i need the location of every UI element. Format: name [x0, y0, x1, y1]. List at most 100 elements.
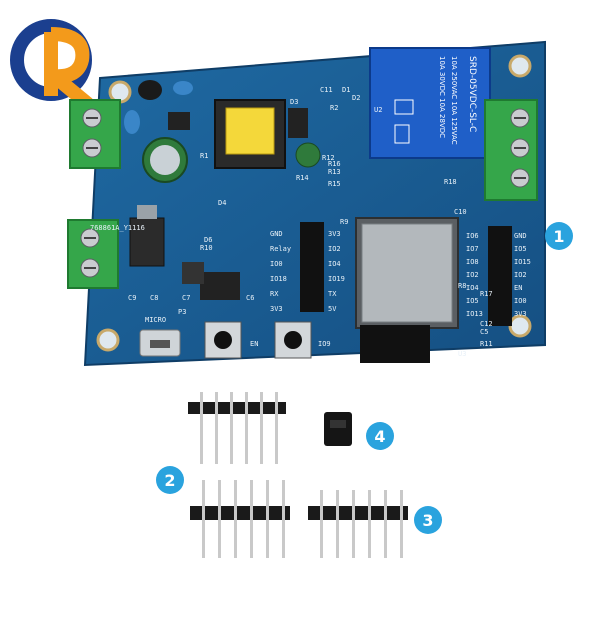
- terminal-block-left-top: [69, 99, 121, 169]
- ceramic-capacitor: [173, 81, 193, 95]
- pin-label-left: IO18: [270, 275, 287, 283]
- callout-badge-1: 1: [545, 222, 573, 250]
- pin-header-straight-left: [190, 480, 290, 558]
- pin-label-right: IO19: [328, 275, 345, 283]
- film-capacitor: [124, 110, 140, 134]
- label-c7: C7: [182, 294, 190, 302]
- label-d4: D4: [218, 199, 226, 207]
- pin-label-right: IO4: [328, 260, 341, 268]
- header-pin: [250, 480, 253, 558]
- pin-label-left: 3V3: [270, 305, 283, 313]
- callout-badge-2: 2: [156, 466, 184, 494]
- header-pin: [320, 490, 323, 558]
- voltage-regulator: [129, 217, 165, 267]
- header-pin: [234, 480, 237, 558]
- header-pins-right: [488, 226, 512, 326]
- header-pin: [215, 392, 218, 464]
- module-pin-label-right: IO5: [514, 245, 527, 253]
- label-c12: C12: [480, 320, 493, 328]
- module-pin-label-right: EN: [514, 284, 522, 292]
- label-c6: C6: [246, 294, 254, 302]
- pin-label-right: 3V3: [328, 230, 341, 238]
- inductor: [182, 262, 204, 284]
- header-pin: [352, 490, 355, 558]
- header-pin: [400, 490, 403, 558]
- header-pin: [202, 480, 205, 558]
- pin-label-right: 5V: [328, 305, 337, 313]
- esp32-module: [355, 217, 459, 363]
- header-pin: [230, 392, 233, 464]
- header-pin: [282, 480, 285, 558]
- label-r9: R9: [340, 218, 348, 226]
- header-pin: [275, 392, 278, 464]
- pin-label-left: GND: [270, 230, 283, 238]
- module-pin-label-right: GND: [514, 232, 527, 240]
- label-p3: P3: [178, 308, 186, 316]
- header-pin: [384, 490, 387, 558]
- label-io9: IO9: [318, 340, 331, 348]
- button-io9: [274, 321, 312, 359]
- module-pin-label-right: IO2: [514, 271, 527, 279]
- qr-logo-icon: [10, 19, 93, 108]
- header-pin: [218, 480, 221, 558]
- label-c10: C10: [454, 208, 467, 216]
- pin-headers-accessories: [188, 392, 408, 558]
- label-u3: U3: [458, 350, 466, 358]
- electrolytic-capacitor-small: [295, 142, 321, 168]
- module-pin-label-right: IO15: [514, 258, 531, 266]
- header-pin: [368, 490, 371, 558]
- transistor: [138, 80, 162, 100]
- module-pin-label-left: IO8: [466, 258, 479, 266]
- label-r1: R1: [200, 152, 208, 160]
- pin-label-right: IO2: [328, 245, 341, 253]
- label-c5: C5: [480, 328, 488, 336]
- callout-badge-4: 4: [366, 422, 394, 450]
- pin-label-left: Relay: [270, 245, 291, 253]
- label-r12: R12: [322, 154, 335, 162]
- label-d6: D6: [204, 236, 212, 244]
- pin-header-angled: [188, 392, 286, 464]
- regulator-chip-small: [200, 272, 240, 300]
- relay-component: SRD-05VDC-SL-C 10A 250VAC 10A 125VAC 10A…: [369, 47, 491, 159]
- label-c8: C8: [150, 294, 158, 302]
- diode-d3: [288, 108, 308, 138]
- module-pin-label-left: IO13: [466, 310, 483, 318]
- relay-spec-2: 10A 30VDC 10A 28VDC: [438, 56, 446, 138]
- terminal-block-right: [484, 99, 538, 201]
- callout-badge-3: 3: [414, 506, 442, 534]
- header-pin: [336, 490, 339, 558]
- label-r2: R2: [330, 104, 338, 112]
- relay-spec-1: 10A 250VAC 10A 125VAC: [450, 56, 458, 145]
- label-r8: R8: [458, 282, 466, 290]
- label-d3: D3: [290, 98, 298, 106]
- module-pin-label-right: IO0: [514, 297, 527, 305]
- module-pin-label-left: IO5: [466, 297, 479, 305]
- module-pin-label-left: IO7: [466, 245, 479, 253]
- transformer-component: [214, 99, 286, 169]
- label-d1: D1: [342, 86, 350, 94]
- module-pin-label-left: IO4: [466, 284, 479, 292]
- label-u2: U2: [374, 106, 382, 114]
- label-r11: R11: [480, 340, 493, 348]
- label-c9: C9: [128, 294, 136, 302]
- header-pin: [266, 480, 269, 558]
- label-r16: R16: [328, 160, 341, 168]
- label-r15: R15: [328, 180, 341, 188]
- pin-header-straight-right: [308, 490, 408, 558]
- button-en: [204, 321, 242, 359]
- pcb-code: 768861A_Y1116: [90, 224, 145, 232]
- pin-label-right: TX: [328, 290, 337, 298]
- module-pin-label-left: IO2: [466, 271, 479, 279]
- pin-label-left: IO0: [270, 260, 283, 268]
- label-r10: R10: [200, 244, 213, 252]
- header-pin: [200, 392, 203, 464]
- label-r14: R14: [296, 174, 309, 182]
- label-r13: R13: [328, 168, 341, 176]
- label-r17: R17: [480, 290, 493, 298]
- label-en: EN: [250, 340, 258, 348]
- pcb-board: SRD-05VDC-SL-C 10A 250VAC 10A 125VAC 10A…: [67, 40, 546, 367]
- label-d2: D2: [352, 94, 360, 102]
- header-pins-center: [300, 222, 324, 312]
- module-pin-label-right: 3V3: [514, 310, 527, 318]
- jumper-cap: [324, 412, 352, 446]
